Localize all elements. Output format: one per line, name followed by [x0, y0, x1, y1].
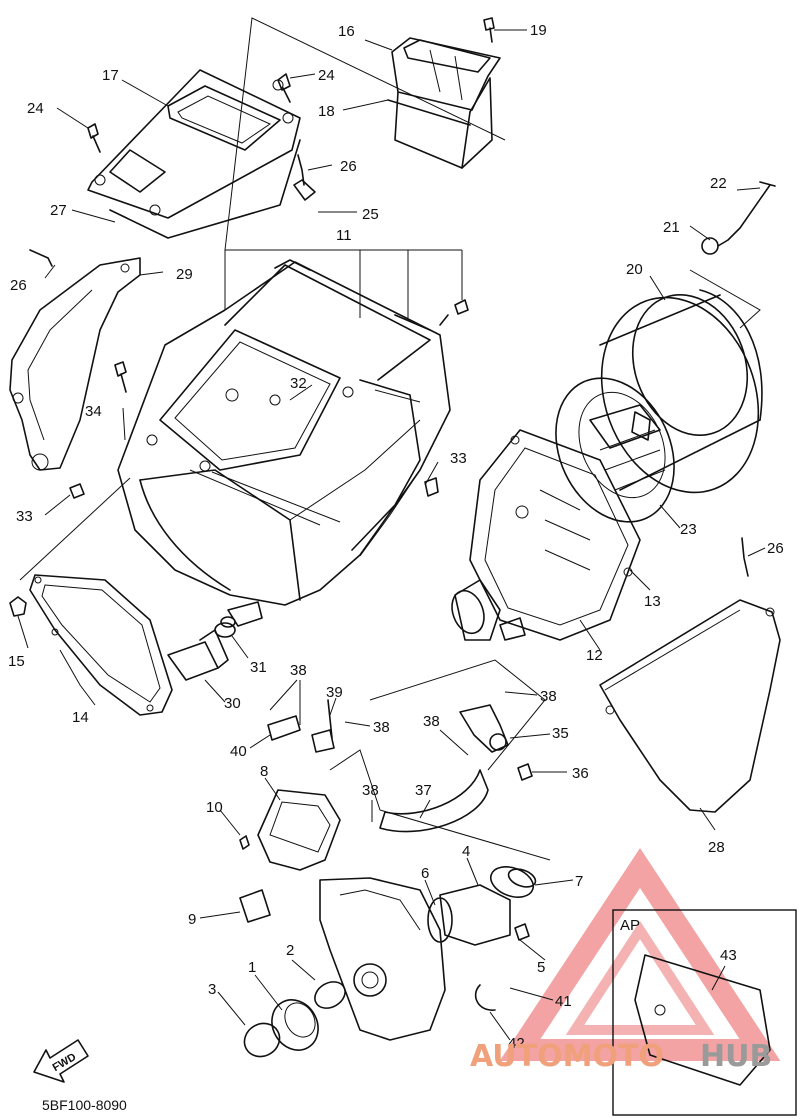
part-label-18: 18: [318, 103, 335, 120]
part-label-6: 6: [421, 865, 429, 882]
part-label-36: 36: [572, 765, 589, 782]
filter-cage-23: [555, 377, 675, 523]
watermark-main: AUTOMOTO: [470, 1039, 664, 1074]
gasket-14: [29, 574, 173, 716]
part-label-30: 30: [224, 695, 241, 712]
part-label-35: 35: [552, 725, 569, 742]
part-label-8: 8: [260, 763, 268, 780]
filter-guide-12-13: [451, 429, 641, 641]
part-label-41: 41: [555, 993, 572, 1010]
part-label-21: 21: [663, 219, 680, 236]
carburettor-assembly: [243, 866, 537, 1058]
side-panel-29: [9, 257, 141, 471]
part-label-29: 29: [176, 266, 193, 283]
part-label-24b: 24: [318, 67, 335, 84]
part-label-38b: 38: [373, 719, 390, 736]
part-label-14: 14: [72, 709, 89, 726]
part-label-1: 1: [248, 959, 256, 976]
part-label-42: 42: [508, 1035, 525, 1052]
part-label-26a: 26: [340, 158, 357, 175]
part-label-38e: 38: [362, 782, 379, 799]
tube-30-31: [167, 616, 236, 681]
part-labels: 1 2 3 4 5 6 7 8 9 10 11 12 13 14 15 16 1…: [8, 22, 784, 1052]
part-label-40: 40: [230, 743, 247, 760]
part-label-9: 9: [188, 911, 196, 928]
part-label-23: 23: [680, 521, 697, 538]
part-label-38c: 38: [540, 688, 557, 705]
part-label-17: 17: [102, 67, 119, 84]
part-label-25: 25: [362, 206, 379, 223]
airbox-11: [117, 259, 451, 627]
part-label-5: 5: [537, 959, 545, 976]
part-label-7: 7: [575, 873, 583, 890]
part-label-15: 15: [8, 653, 25, 670]
part-label-38a: 38: [290, 662, 307, 679]
part-label-32: 32: [290, 375, 307, 392]
part-label-34: 34: [85, 403, 102, 420]
part-label-33a: 33: [16, 508, 33, 525]
part-label-26b: 26: [10, 277, 27, 294]
part-label-12: 12: [586, 647, 603, 664]
part-label-2: 2: [286, 942, 294, 959]
part-label-20: 20: [626, 261, 643, 278]
leader-lines: [17, 17, 766, 1041]
part-label-4: 4: [462, 843, 470, 860]
inset-part-number: 43: [720, 947, 737, 964]
part-label-13: 13: [644, 593, 661, 610]
watermark-text: AUTOMOTO HUB: [470, 1039, 772, 1074]
part-label-19: 19: [530, 22, 547, 39]
part-label-33b: 33: [450, 450, 467, 467]
cover-17-27: [87, 69, 301, 239]
part-label-37: 37: [415, 782, 432, 799]
part-code: 5BF100-8090: [42, 1097, 127, 1113]
part-label-3: 3: [208, 981, 216, 998]
part-label-22: 22: [710, 175, 727, 192]
part-label-27: 27: [50, 202, 67, 219]
part-label-28: 28: [708, 839, 725, 856]
part-label-11: 11: [336, 227, 352, 244]
watermark-logo: [499, 848, 781, 1061]
part-label-26c: 26: [767, 540, 784, 557]
inset-box: AP 43: [612, 909, 797, 1116]
duct-16: [387, 37, 501, 169]
cover-8-damper-9: [239, 789, 341, 923]
part-label-31: 31: [250, 659, 267, 676]
part-label-39: 39: [326, 684, 343, 701]
part-label-16: 16: [338, 23, 355, 40]
bolt-set: [9, 17, 776, 941]
air-filter-20: [599, 289, 763, 494]
side-cover-28: [599, 599, 781, 813]
inset-label: AP: [620, 917, 640, 934]
watermark-accent: HUB: [700, 1039, 772, 1074]
part-label-24a: 24: [27, 100, 44, 117]
part-label-38d: 38: [423, 713, 440, 730]
fwd-arrow: FWD: [33, 1039, 89, 1083]
part-label-10: 10: [206, 799, 223, 816]
